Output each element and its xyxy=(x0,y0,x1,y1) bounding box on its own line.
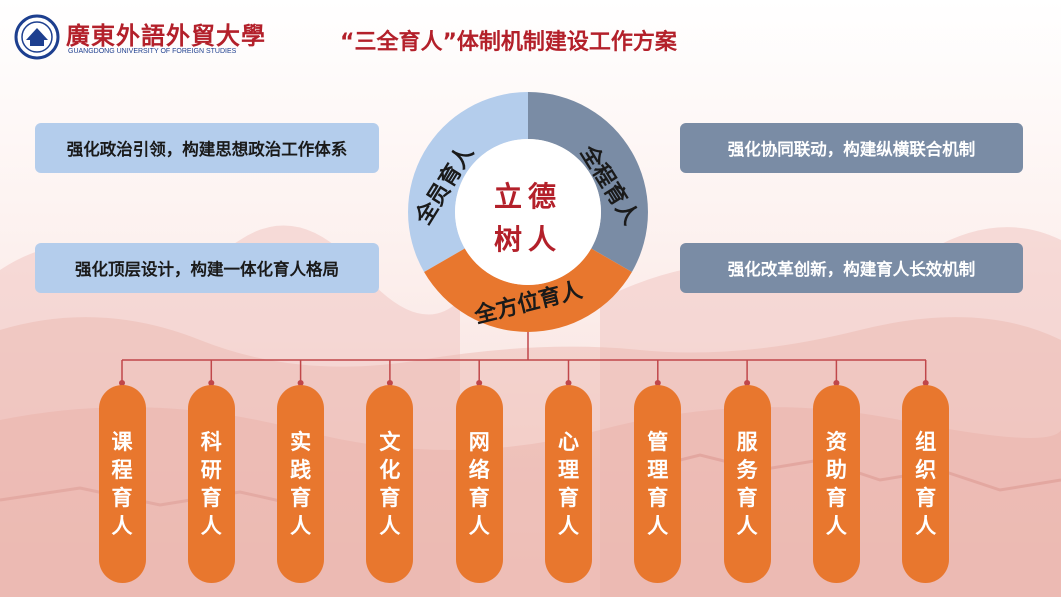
pillar-7: 管理育人 xyxy=(634,385,682,583)
center-line2: 树人 xyxy=(493,223,562,256)
pillar-label: 课程育人 xyxy=(111,430,133,538)
pillar-8: 服务育人 xyxy=(723,385,771,583)
pillar-4: 文化育人 xyxy=(366,385,414,583)
university-logo: 廣東外語外貿大學 GUANGDONG UNIVERSITY OF FOREIGN… xyxy=(14,14,265,62)
pillar-9: 资助育人 xyxy=(812,385,860,583)
pillar-2: 科研育人 xyxy=(187,385,235,583)
pillar-label: 组织育人 xyxy=(915,430,937,538)
pillar-3: 实践育人 xyxy=(277,385,325,583)
pillar-5: 网络育人 xyxy=(455,385,503,583)
pillar-6: 心理育人 xyxy=(545,385,592,583)
left-box-design: 强化顶层设计，构建一体化育人格局 xyxy=(35,243,379,293)
pillar-label: 服务育人 xyxy=(736,430,758,538)
left-box-political: 强化政治引领，构建思想政治工作体系 xyxy=(35,123,379,173)
pillar-1: 课程育人 xyxy=(98,385,146,583)
pillar-label: 网络育人 xyxy=(468,430,490,538)
pillar-10: 组织育人 xyxy=(902,385,950,583)
right-box-reform: 强化改革创新，构建育人长效机制 xyxy=(680,243,1023,293)
right-box-coordination: 强化协同联动，构建纵横联合机制 xyxy=(680,123,1023,173)
pillar-label: 资助育人 xyxy=(825,430,847,538)
page-title: “三全育人”体制机制建设工作方案 xyxy=(340,30,677,55)
logo-english-name: GUANGDONG UNIVERSITY OF FOREIGN STUDIES xyxy=(68,48,237,55)
center-line1: 立德 xyxy=(493,180,562,213)
logo-chinese-name: 廣東外語外貿大學 xyxy=(66,21,266,50)
pillar-label: 科研育人 xyxy=(200,430,222,538)
university-seal-icon xyxy=(14,14,60,60)
pillar-label: 心理育人 xyxy=(558,430,579,538)
pillar-label: 管理育人 xyxy=(647,430,669,538)
pillar-label: 文化育人 xyxy=(379,430,401,538)
pillar-label: 实践育人 xyxy=(290,430,312,538)
